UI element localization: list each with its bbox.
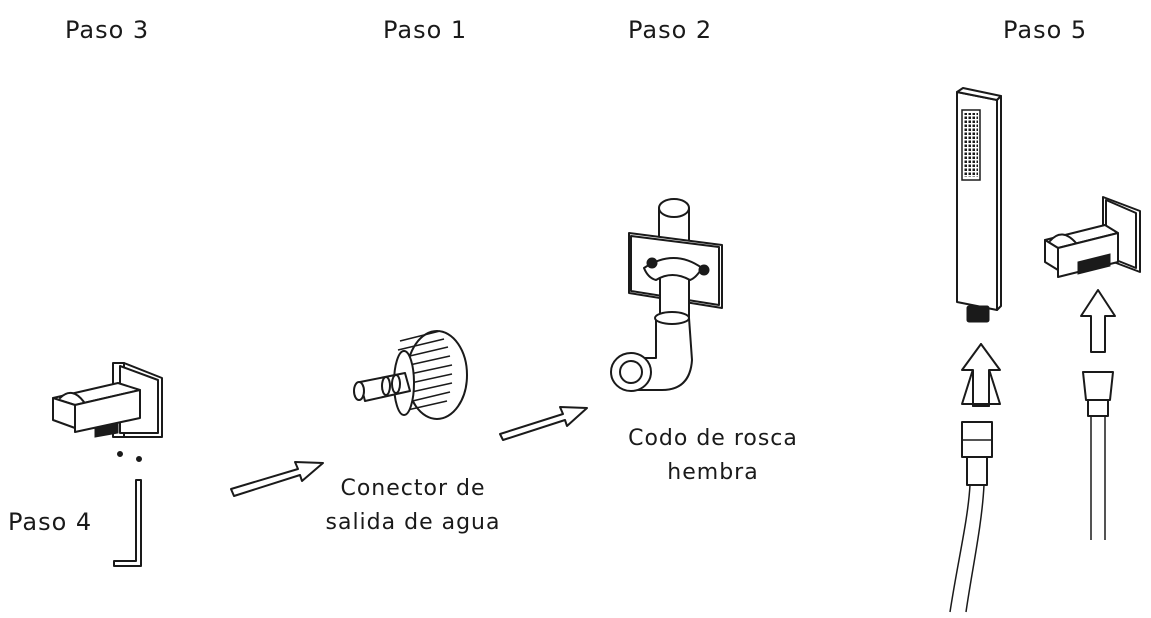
female-thread-elbow-caption: Codo de rosca hembra [608,422,818,490]
hand-shower-illustration [956,87,1002,323]
female-thread-elbow-caption-line1: Codo de rosca [628,426,798,451]
shower-hose-right-illustration [1082,371,1114,540]
arrow-up-icon [1080,289,1116,353]
female-thread-elbow-illustration [610,198,723,392]
step-3-label: Paso 3 [65,16,150,44]
water-outlet-connector-caption-line2: salida de agua [325,510,501,535]
step-5-label: Paso 5 [1003,16,1088,44]
step-2-label: Paso 2 [628,16,713,44]
step-4-label: Paso 4 [8,508,93,536]
hex-key-illustration [113,479,142,567]
water-outlet-connector-caption-line1: Conector de [340,476,486,501]
arrow-up-icon [961,343,1001,407]
shower-hose-left-illustration [949,421,993,613]
wall-shower-holder-illustration [1044,196,1141,278]
wall-outlet-holder-illustration [52,362,163,462]
water-outlet-connector-caption: Conector de salida de agua [318,472,508,540]
step-1-label: Paso 1 [383,16,468,44]
arrow-icon [499,406,588,441]
water-outlet-connector-illustration [353,330,468,420]
arrow-icon [230,461,324,497]
female-thread-elbow-caption-line2: hembra [667,460,759,485]
